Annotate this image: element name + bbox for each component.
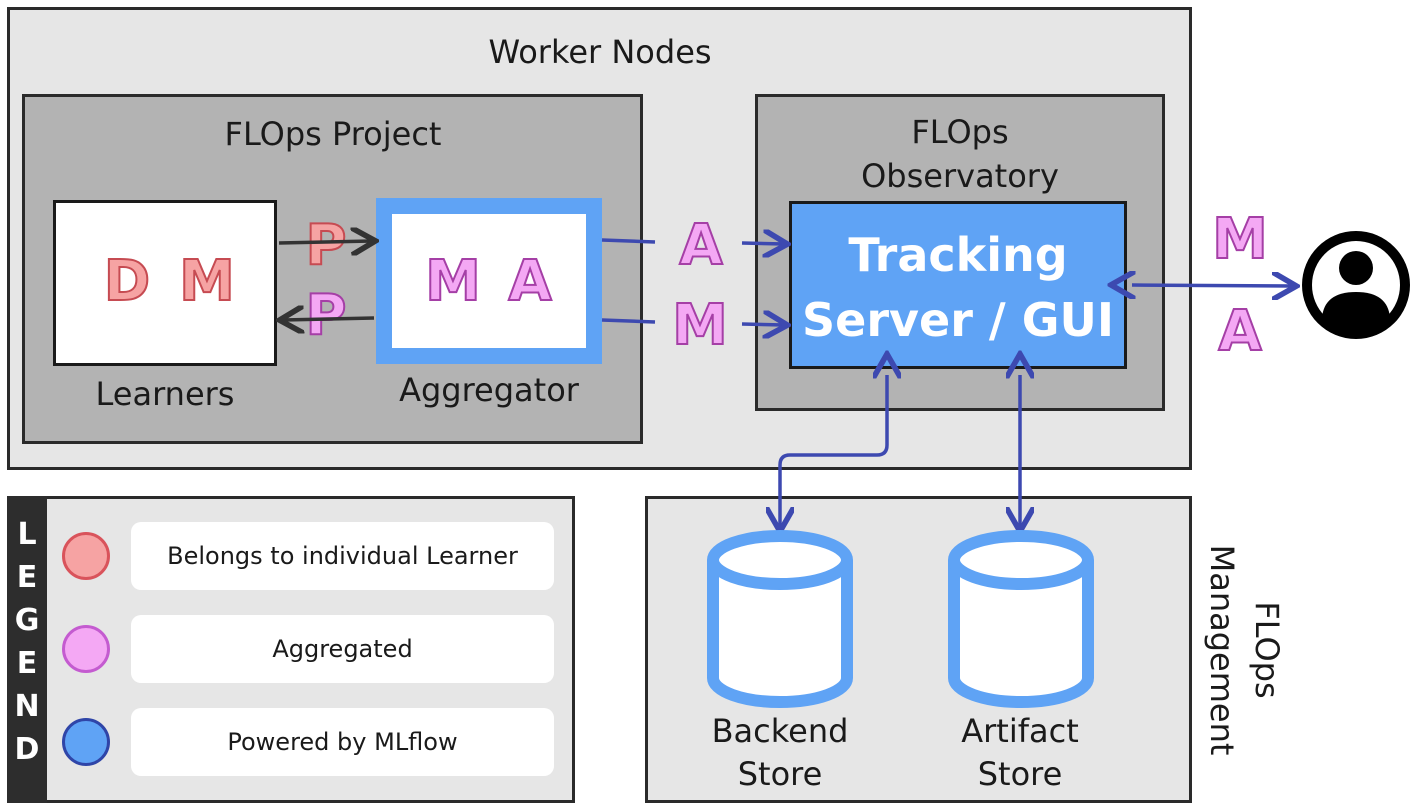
legend-swatch — [62, 532, 110, 580]
artifact-store-line2: Store — [977, 755, 1063, 793]
worker-nodes-title: Worker Nodes — [488, 33, 712, 71]
arrow-m-letter: M — [671, 293, 729, 358]
legend-title-letter: E — [16, 646, 38, 681]
legend-swatch — [62, 718, 110, 766]
artifact-store-cylinder — [948, 530, 1094, 708]
aggregator-label: Aggregator — [399, 371, 579, 409]
legend-title-letter: D — [14, 732, 40, 767]
arrow-a-letter: A — [678, 213, 723, 278]
aggregator-box — [376, 198, 602, 364]
legend-title-letter: L — [17, 517, 37, 552]
aggregator-m-letter: M — [424, 249, 482, 314]
user-m-letter: M — [1211, 207, 1269, 272]
legend-title-letter: N — [14, 689, 40, 724]
arrow-a-segment-left — [601, 238, 656, 244]
legend-item-label: Aggregated — [131, 615, 554, 683]
legend-title-bar — [7, 496, 47, 803]
artifact-store-line1: Artifact — [961, 712, 1079, 750]
arrow-learner-to-aggregator — [278, 241, 372, 243]
tracking-server-line2: Server / GUI — [802, 293, 1114, 347]
backend-store-line2: Store — [737, 755, 823, 793]
arrow-aggregator-to-learner — [283, 318, 375, 320]
learners-label: Learners — [95, 375, 235, 413]
arrow-server-user — [1132, 285, 1293, 286]
legend-title-letter: E — [16, 560, 38, 595]
arrow-m-segment-right — [741, 324, 784, 325]
arrow-m-segment-left — [601, 318, 656, 324]
observatory-title-line1: FLOps — [911, 113, 1009, 151]
user-icon — [1302, 231, 1410, 339]
legend-item-label: Powered by MLflow — [131, 708, 554, 776]
learner-d-letter: D — [103, 249, 151, 314]
legend-title-letter: G — [14, 603, 40, 638]
backend-store-line1: Backend — [711, 712, 849, 750]
tracking-server-line1: Tracking — [848, 228, 1068, 282]
arrow-server-backend — [780, 375, 887, 528]
p-bottom-letter: P — [304, 283, 347, 348]
learners-box — [53, 200, 277, 366]
legend-swatch — [62, 625, 110, 673]
backend-store-cylinder — [707, 530, 853, 708]
observatory-title-line2: Observatory — [861, 157, 1059, 195]
tracking-server-box — [789, 201, 1127, 369]
arrow-a-segment-right — [741, 243, 784, 244]
aggregator-a-letter: A — [507, 249, 552, 314]
legend-item-label: Belongs to individual Learner — [131, 522, 554, 590]
learner-m-letter: M — [178, 249, 236, 314]
user-a-letter: A — [1217, 299, 1262, 364]
flops-project-title: FLOps Project — [224, 115, 442, 153]
p-top-letter: P — [304, 213, 347, 278]
